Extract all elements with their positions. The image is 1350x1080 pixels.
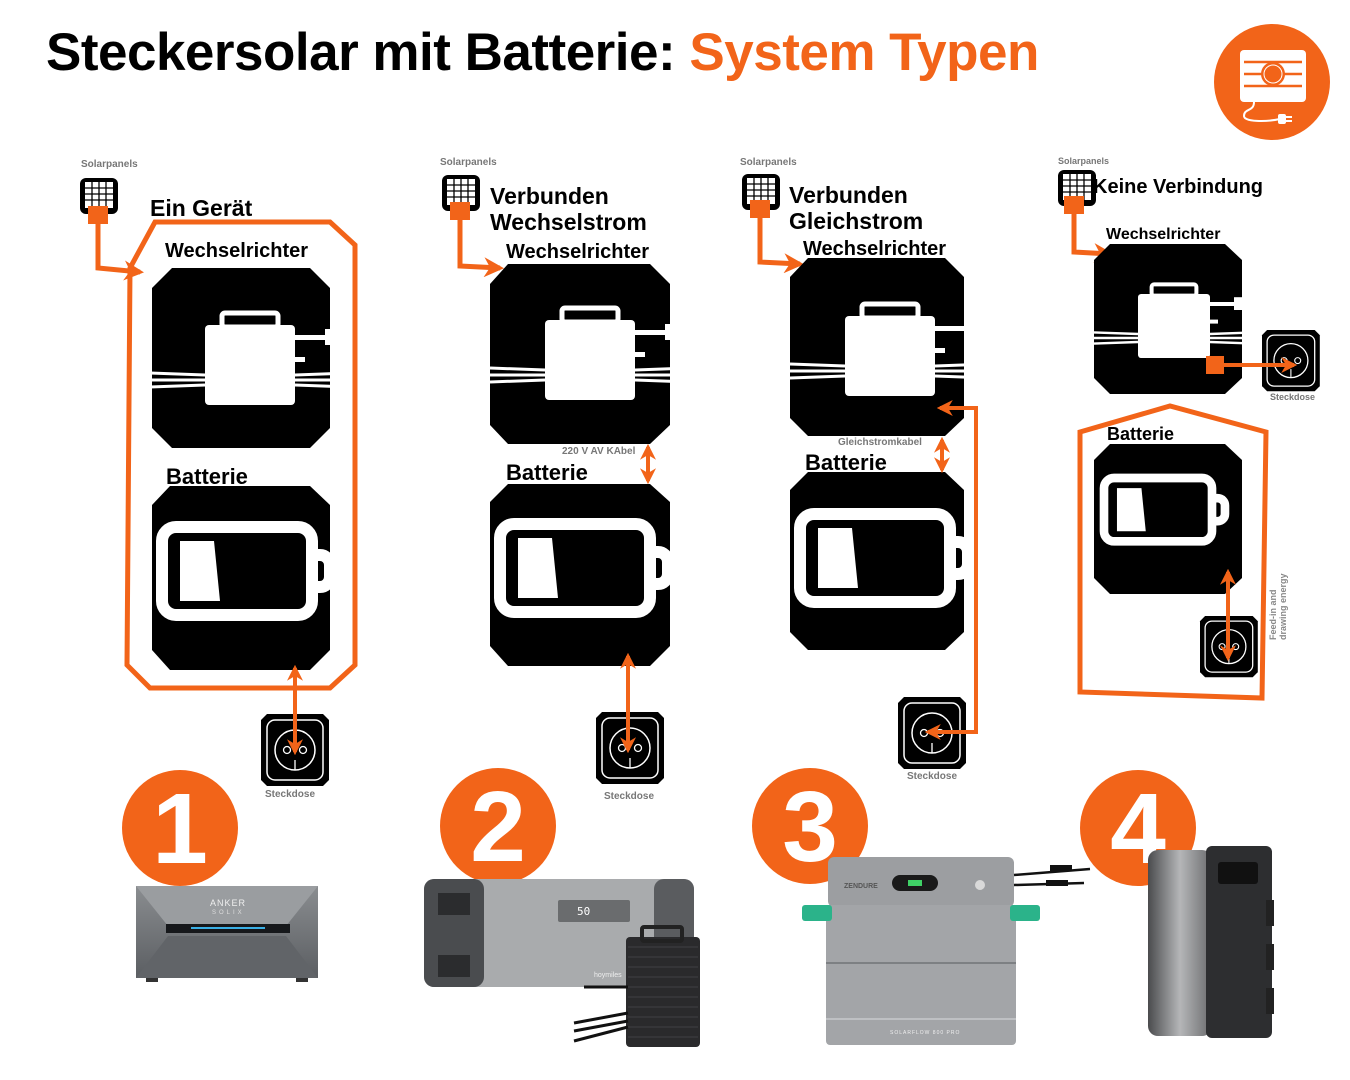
system-4 [1057, 169, 1321, 701]
solar-label: Solarpanels [740, 157, 797, 168]
product-zendure: ZENDURE SOLARFLOW 800 PRO [802, 855, 1092, 1050]
hoymiles-device-image [424, 879, 700, 1047]
inverter-label: Wechselrichter [165, 240, 309, 262]
system-heading: Verbunden Gleichstrom [789, 182, 923, 234]
heading-line-1: Verbunden [789, 182, 908, 208]
outlet-label: Steckdose [604, 791, 655, 802]
side-note: Feed-in and drawing energy [1268, 573, 1288, 640]
product-display: 50 [577, 905, 591, 918]
power-station-image [1148, 846, 1274, 1038]
battery-label: Batterie [506, 460, 588, 485]
single-device-frame [124, 219, 358, 691]
connector-square [1206, 356, 1224, 374]
title-main: Steckersolar mit Batterie: [46, 23, 676, 82]
connector-square [1064, 196, 1084, 214]
zendure-device-image [802, 857, 1091, 1045]
battery-box [490, 484, 670, 666]
solar-to-inverter-arrow [757, 216, 804, 274]
page-title: Steckersolar mit Batterie: System Typen [46, 22, 1039, 83]
battery-box [790, 472, 964, 650]
heading-line-2: Gleichstrom [789, 208, 924, 234]
solar-to-inverter-arrow [1071, 212, 1114, 264]
solar-label: Solarpanels [81, 159, 138, 170]
product-anker-solix: ANKER SOLIX [136, 886, 318, 982]
product-brand: ANKER [210, 898, 247, 908]
solar-label: Solarpanels [1058, 156, 1110, 166]
cable-label: Gleichstromkabel [838, 437, 922, 448]
solar-to-inverter-arrow [457, 218, 504, 278]
connector-square [450, 202, 470, 220]
system-3 [741, 173, 990, 770]
connector-square [750, 200, 770, 218]
heading-line-1: Verbunden [490, 183, 609, 209]
system-number-badge: 2 [440, 768, 556, 884]
battery-label: Batterie [1107, 424, 1175, 444]
system-heading: Keine Verbindung [1093, 176, 1264, 198]
outlet-icon [1261, 329, 1321, 392]
system-heading: Ein Gerät [150, 195, 253, 221]
outlet-label: Steckdose [1270, 392, 1316, 402]
battery-label: Batterie [166, 464, 248, 489]
battery-frame [1077, 403, 1269, 701]
solar-label: Solarpanels [440, 157, 497, 168]
side-note-line-1: Feed-in and [1268, 589, 1278, 640]
product-hoymiles: 50 hoymiles [424, 875, 700, 1055]
side-note-line-2: drawing energy [1278, 573, 1288, 640]
cable-label: 220 V AV KAbel [562, 446, 636, 457]
heading-line-2: Wechselstrom [490, 209, 647, 235]
solar-panel-plug-icon [1214, 24, 1330, 140]
battery-label: Batterie [805, 450, 887, 475]
connector-square [88, 206, 108, 224]
product-power-station [1148, 840, 1276, 1040]
product-line: SOLIX [212, 910, 245, 916]
inverter-label: Wechselrichter [803, 238, 947, 260]
system-number-badge: 1 [122, 770, 238, 886]
anker-device-image [136, 886, 318, 982]
solar-to-inverter-arrow [95, 222, 144, 281]
outlet-inverter-arrow [924, 400, 978, 740]
product-model: SOLARFLOW 800 PRO [890, 1030, 961, 1036]
outlet-label: Steckdose [265, 789, 316, 800]
product-brand: hoymiles [594, 972, 622, 979]
title-accent: System Typen [689, 23, 1039, 82]
outlet-label: Steckdose [907, 771, 958, 782]
inverter-label: Wechselrichter [506, 241, 650, 263]
system-1 [79, 177, 358, 787]
product-brand: ZENDURE [844, 883, 878, 890]
battery-box [152, 486, 330, 670]
system-2 [441, 174, 690, 785]
system-heading: Verbunden Wechselstrom [490, 183, 647, 235]
inverter-label: Wechselrichter [1106, 226, 1221, 243]
